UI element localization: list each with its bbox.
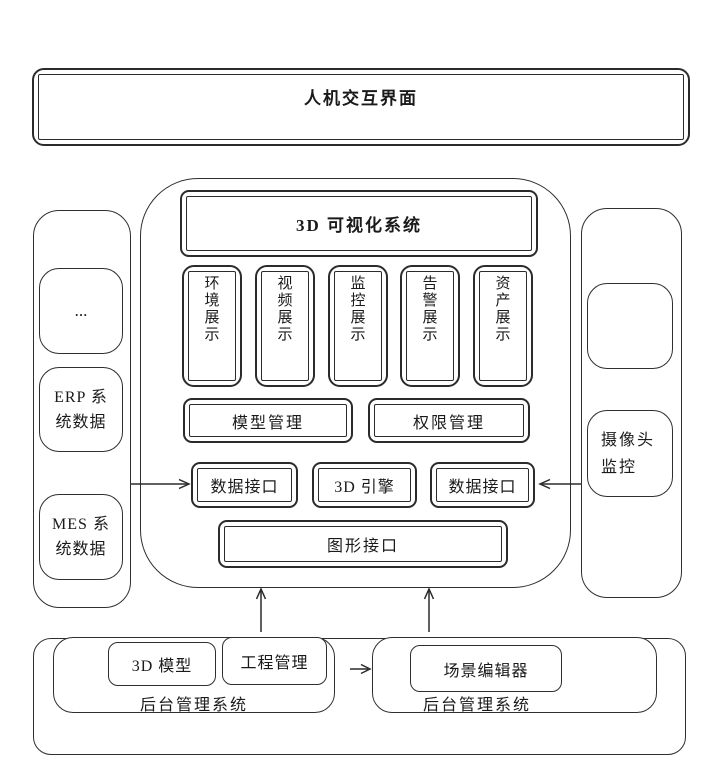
camera-monitor-box: 摄像头 监控: [587, 410, 673, 497]
data-interface-right-label: 数据接口: [448, 479, 517, 496]
camera-monitor-label: 摄像头 监控: [601, 431, 656, 476]
data-interface-left-box: 数据接口: [191, 462, 298, 508]
other-data-label: ...: [74, 301, 88, 320]
project-management-label: 工程管理: [240, 655, 309, 672]
display-module-label: 监控展示: [350, 276, 366, 343]
permission-management-label: 权限管理: [412, 414, 485, 432]
scene-editor-box: 场景编辑器: [410, 645, 562, 692]
human-machine-interface-box: 人机交互界面: [32, 68, 690, 146]
display-module-label: 资产展示: [495, 276, 511, 343]
data-interface-right-box: 数据接口: [430, 462, 535, 508]
display-module-box-environment: 环境展示: [182, 265, 242, 387]
arrow-backend-up-right: [423, 587, 435, 632]
graphics-interface-label: 图形接口: [326, 538, 399, 555]
permission-management-box: 权限管理: [368, 398, 530, 443]
display-module-box-video: 视频展示: [255, 265, 315, 387]
camera-panel: [581, 208, 682, 598]
project-management-box: 工程管理: [222, 637, 327, 685]
display-module-label: 视频展示: [277, 276, 293, 343]
display-module-box-monitoring: 监控展示: [328, 265, 388, 387]
display-module-box-asset: 资产展示: [473, 265, 533, 387]
display-module-label: 环境展示: [204, 276, 220, 343]
engine-3d-label: 3D 引擎: [334, 479, 395, 496]
arrow-backend-up-left: [255, 587, 267, 632]
erp-data-box: ERP 系 统数据: [39, 367, 123, 452]
camera-empty-box: [587, 283, 673, 369]
backend-group-1-label: 后台管理系统: [139, 697, 248, 714]
display-module-label: 告警展示: [422, 276, 438, 343]
model-management-box: 模型管理: [183, 398, 353, 443]
erp-data-label: ERP 系 统数据: [54, 388, 108, 431]
data-interface-left-label: 数据接口: [210, 479, 279, 496]
model-3d-label: 3D 模型: [131, 658, 193, 675]
graphics-interface-box: 图形接口: [218, 520, 508, 568]
visualization-system-title-box: 3D 可视化系统: [180, 190, 538, 257]
human-machine-interface-title: 人机交互界面: [304, 89, 418, 108]
engine-3d-box: 3D 引擎: [312, 462, 417, 508]
backend-group-2-label: 后台管理系统: [422, 697, 531, 714]
model-management-label: 模型管理: [231, 414, 304, 432]
visualization-system-title: 3D 可视化系统: [295, 216, 423, 235]
mes-data-box: MES 系 统数据: [39, 494, 123, 580]
other-data-box: ...: [39, 268, 123, 354]
model-3d-box: 3D 模型: [108, 642, 216, 686]
scene-editor-label: 场景编辑器: [443, 662, 529, 680]
mes-data-label: MES 系 统数据: [52, 516, 110, 558]
display-module-box-alarm: 告警展示: [400, 265, 460, 387]
